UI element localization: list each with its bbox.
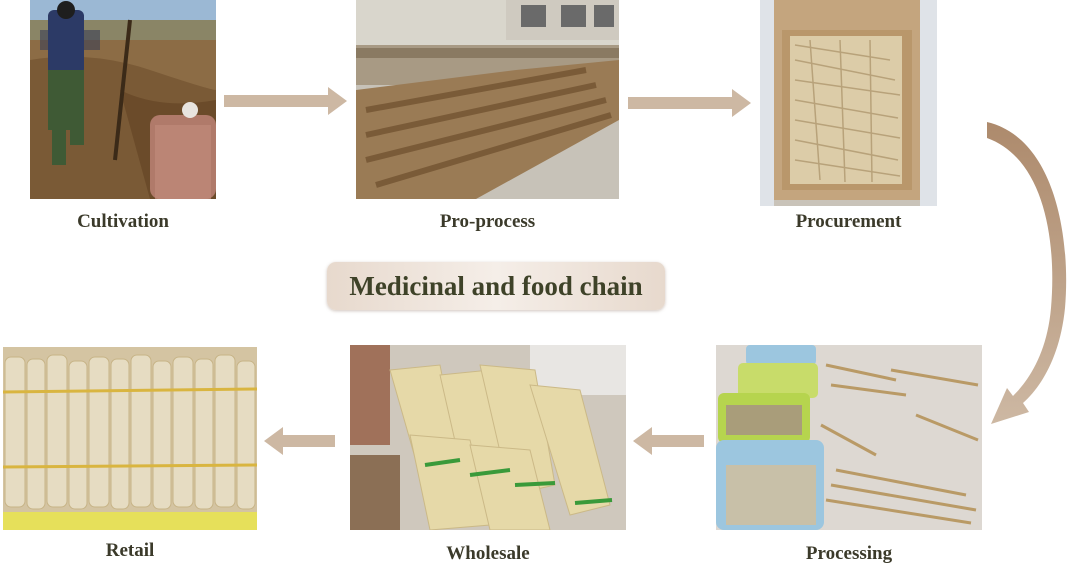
stage-label-preprocess: Pro-process [439,211,536,232]
cultivation-photo [30,0,216,199]
retail-photo [3,347,257,530]
arrow-cultivation-to-preprocess [224,86,348,116]
center-title-banner: Medicinal and food chain [327,262,665,310]
processing-photo [716,345,982,530]
curved-arrow-procurement-to-processing [985,118,1072,439]
center-title: Medicinal and food chain [349,270,643,301]
arrow-wholesale-to-retail [263,426,335,456]
stage-label-cultivation: Cultivation [77,211,169,232]
arrow-processing-to-wholesale [632,426,704,456]
wholesale-photo [350,345,626,530]
stage-label-processing: Processing [805,543,893,564]
preprocess-photo [356,0,619,199]
stage-label-retail: Retail [105,540,155,561]
procurement-photo [760,0,937,206]
stage-label-wholesale: Wholesale [446,543,530,564]
stage-label-procurement: Procurement [795,211,902,232]
arrow-preprocess-to-procurement [628,88,752,118]
